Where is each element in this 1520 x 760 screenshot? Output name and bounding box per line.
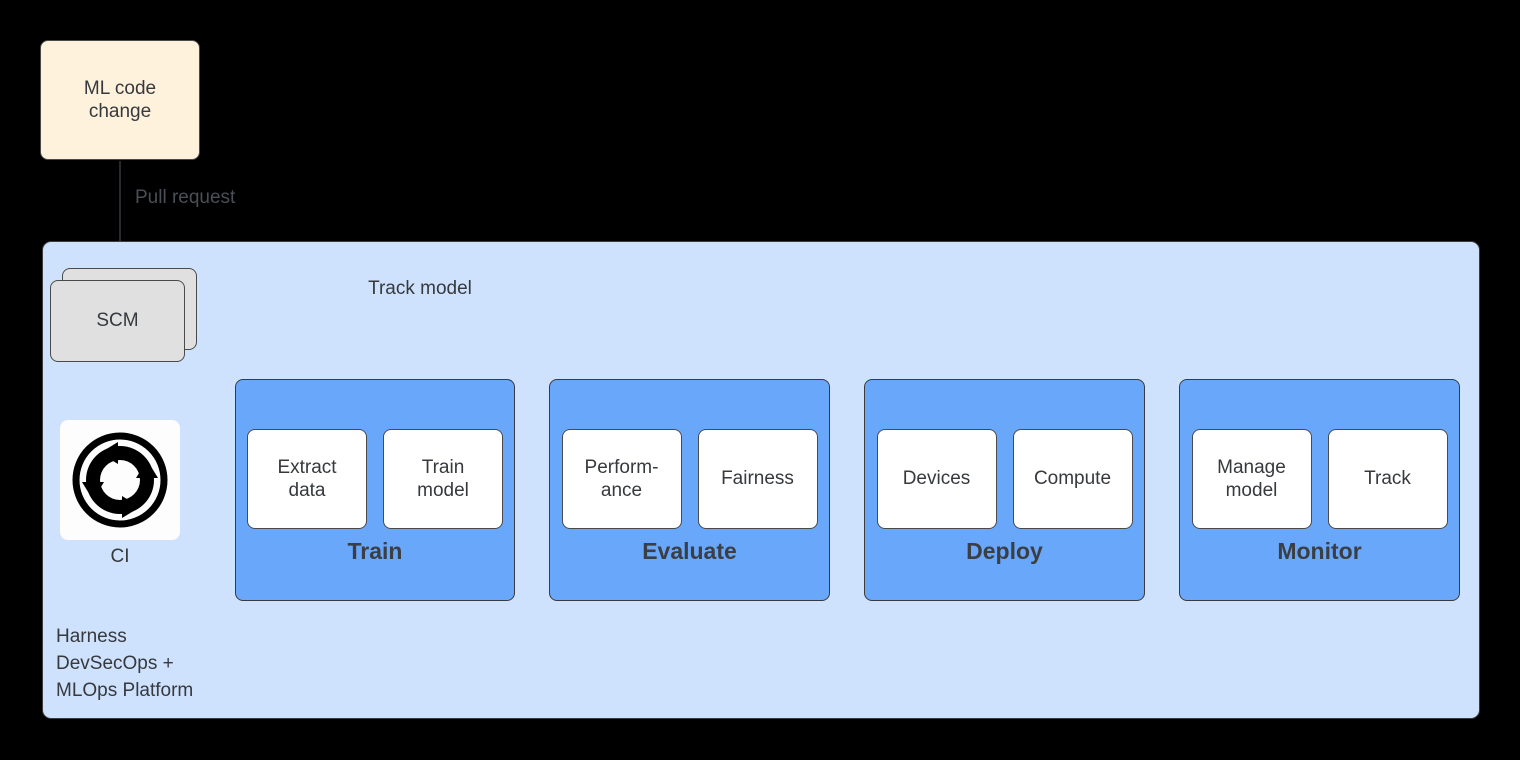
stage-monitor-substeps: Manage model Track xyxy=(1180,429,1459,529)
substep-devices[interactable]: Devices xyxy=(876,429,997,529)
stage-deploy-label: Deploy xyxy=(966,538,1043,564)
track-model-node[interactable]: Track model xyxy=(368,278,472,300)
substep-compute[interactable]: Compute xyxy=(1012,429,1133,529)
substep-extract-data[interactable]: Extract data xyxy=(247,429,367,529)
circular-arrows-icon xyxy=(72,432,168,528)
substep-manage-model[interactable]: Manage model xyxy=(1191,429,1312,529)
substep-track[interactable]: Track xyxy=(1327,429,1448,529)
stage-monitor[interactable]: Manage model Track Monitor xyxy=(1179,379,1460,601)
platform-label: Harness DevSecOps + MLOps Platform xyxy=(56,626,194,701)
substep-fairness[interactable]: Fairness xyxy=(697,429,818,529)
stage-train[interactable]: Extract data Train model Train xyxy=(235,379,515,601)
ci-node[interactable] xyxy=(60,420,180,540)
scm-node[interactable]: SCM xyxy=(50,268,197,362)
ml-code-change-node[interactable]: ML code change xyxy=(40,40,200,160)
stage-monitor-label: Monitor xyxy=(1277,538,1362,564)
substep-train-model[interactable]: Train model xyxy=(383,429,503,529)
stage-evaluate[interactable]: Perform- ance Fairness Evaluate xyxy=(549,379,830,601)
edge-label-pull-request: Pull request xyxy=(135,187,236,208)
stage-train-substeps: Extract data Train model xyxy=(236,429,514,529)
stage-train-label: Train xyxy=(347,538,403,564)
stage-evaluate-label: Evaluate xyxy=(642,538,737,564)
ci-label: CI xyxy=(110,546,130,567)
substep-performance[interactable]: Perform- ance xyxy=(561,429,682,529)
scm-card-label: SCM xyxy=(50,280,185,362)
stage-deploy-substeps: Devices Compute xyxy=(865,429,1144,529)
stage-deploy[interactable]: Devices Compute Deploy xyxy=(864,379,1145,601)
stage-evaluate-substeps: Perform- ance Fairness xyxy=(550,429,829,529)
